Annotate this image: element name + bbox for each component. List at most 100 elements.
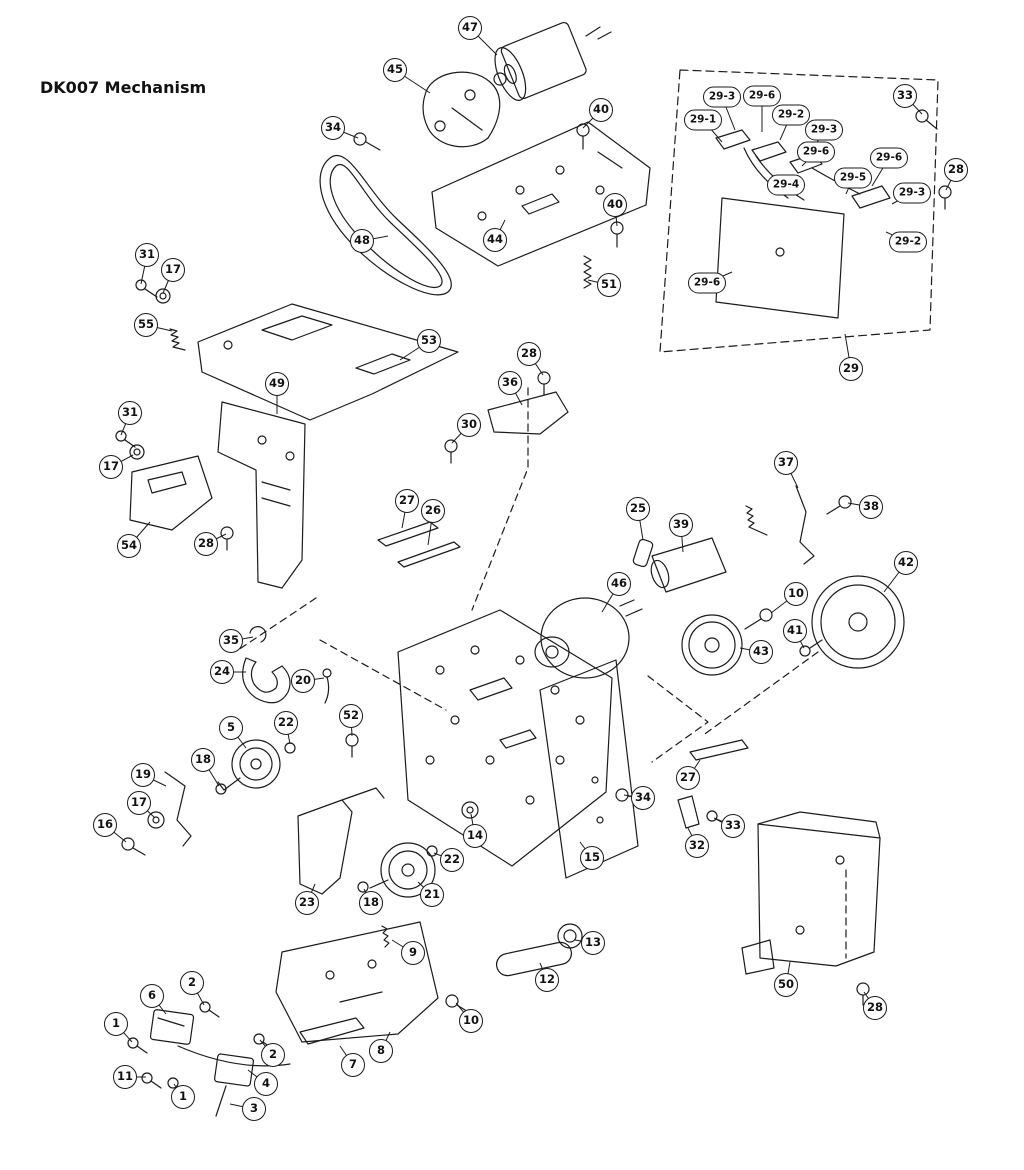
washer-14-icon <box>461 801 479 819</box>
callout-29-6: 29-6 <box>797 141 835 163</box>
strip-27b-icon <box>689 739 749 761</box>
callout-52: 52 <box>339 704 363 728</box>
callout-38: 38 <box>859 495 883 519</box>
lever-19-icon <box>164 771 192 847</box>
page-title: DK007 Mechanism <box>40 78 207 97</box>
strip-26-icon <box>397 541 461 568</box>
callout-53: 53 <box>417 329 441 353</box>
callout-8: 8 <box>369 1039 393 1063</box>
washer-41-icon <box>799 645 811 657</box>
callout-47: 47 <box>458 16 482 40</box>
callout-26: 26 <box>421 499 445 523</box>
callout-54: 54 <box>117 534 141 558</box>
pulley-5 <box>217 739 281 791</box>
callout-33: 33 <box>721 814 745 838</box>
spring-55-icon <box>169 328 186 351</box>
washer-17b-icon <box>129 444 145 460</box>
callout-32: 32 <box>685 834 709 858</box>
callout-17: 17 <box>99 455 123 479</box>
callout-29-3: 29-3 <box>893 182 931 204</box>
callout-41: 41 <box>783 619 807 643</box>
callout-48: 48 <box>350 229 374 253</box>
screw-33c-icon <box>915 109 938 130</box>
callout-34: 34 <box>321 116 345 140</box>
callout-1: 1 <box>171 1085 195 1109</box>
strip-7-icon <box>299 1017 365 1045</box>
callout-33: 33 <box>893 84 917 108</box>
callout-37: 37 <box>774 451 798 475</box>
bracket-36-icon <box>487 391 569 435</box>
washer-18a-icon <box>215 783 227 795</box>
motor-47 <box>493 21 612 101</box>
inset-box <box>659 69 939 353</box>
callout-36: 36 <box>498 371 522 395</box>
callout-17: 17 <box>161 258 185 282</box>
callout-2: 2 <box>180 971 204 995</box>
callout-45: 45 <box>383 58 407 82</box>
callout-31: 31 <box>118 401 142 425</box>
screw-28c-icon <box>938 185 952 210</box>
callout-18: 18 <box>191 748 215 772</box>
screw-1a-icon <box>127 1037 148 1054</box>
screw-38-icon <box>826 495 852 515</box>
screw-10a-icon <box>744 608 773 630</box>
clip-35-icon <box>249 626 267 643</box>
plate-8 <box>275 921 439 1043</box>
callout-1: 1 <box>104 1012 128 1036</box>
callout-27: 27 <box>395 489 419 513</box>
callout-31: 31 <box>135 243 159 267</box>
gear-43 <box>681 614 743 676</box>
callout-30: 30 <box>457 413 481 437</box>
part-25-icon <box>632 538 654 568</box>
callout-29-6: 29-6 <box>688 272 726 294</box>
gear-21 <box>369 842 436 898</box>
callout-13: 13 <box>581 931 605 955</box>
callout-29-4: 29-4 <box>767 174 805 196</box>
belt-48 <box>319 155 452 296</box>
wire-3-icon <box>215 1085 227 1117</box>
chassis-44 <box>431 121 651 267</box>
bracket-23 <box>297 787 385 895</box>
callout-4: 4 <box>254 1072 278 1096</box>
callout-29-3: 29-3 <box>805 119 843 141</box>
callout-2: 2 <box>261 1043 285 1067</box>
callout-42: 42 <box>894 551 918 575</box>
callout-23: 23 <box>295 891 319 915</box>
screw-2a-icon <box>199 1001 220 1018</box>
callout-16: 16 <box>93 813 117 837</box>
screw-34-icon <box>353 132 381 151</box>
callout-50: 50 <box>774 973 798 997</box>
bracket-49 <box>217 401 306 589</box>
screw-28a-icon <box>220 526 234 551</box>
callout-9: 9 <box>401 941 425 965</box>
callout-40: 40 <box>589 98 613 122</box>
screw-16-icon <box>121 837 146 856</box>
solenoid-39 <box>650 537 727 593</box>
callout-29: 29 <box>839 357 863 381</box>
mount-plate-45 <box>422 71 501 148</box>
screw-30-icon <box>444 439 458 464</box>
callout-29-2: 29-2 <box>889 231 927 253</box>
inset-parts-29 <box>715 129 891 319</box>
pin-20-icon <box>322 668 332 704</box>
callout-55: 55 <box>134 313 158 337</box>
callout-29-6: 29-6 <box>743 85 781 107</box>
strip-27-icon <box>377 521 439 547</box>
callout-22: 22 <box>440 848 464 872</box>
washer-18b-icon <box>357 881 369 893</box>
callout-35: 35 <box>219 629 243 653</box>
bracket-53 <box>197 303 459 421</box>
callout-18: 18 <box>359 891 383 915</box>
flywheel-42 <box>809 575 905 669</box>
spring-9-icon <box>381 925 390 948</box>
screw-11-icon <box>141 1072 162 1089</box>
callout-51: 51 <box>597 273 621 297</box>
callout-29-2: 29-2 <box>772 104 810 126</box>
roller-12-icon <box>495 941 573 977</box>
callout-29-3: 29-3 <box>703 86 741 108</box>
callout-20: 20 <box>291 669 315 693</box>
callout-19: 19 <box>131 763 155 787</box>
callout-27: 27 <box>676 766 700 790</box>
